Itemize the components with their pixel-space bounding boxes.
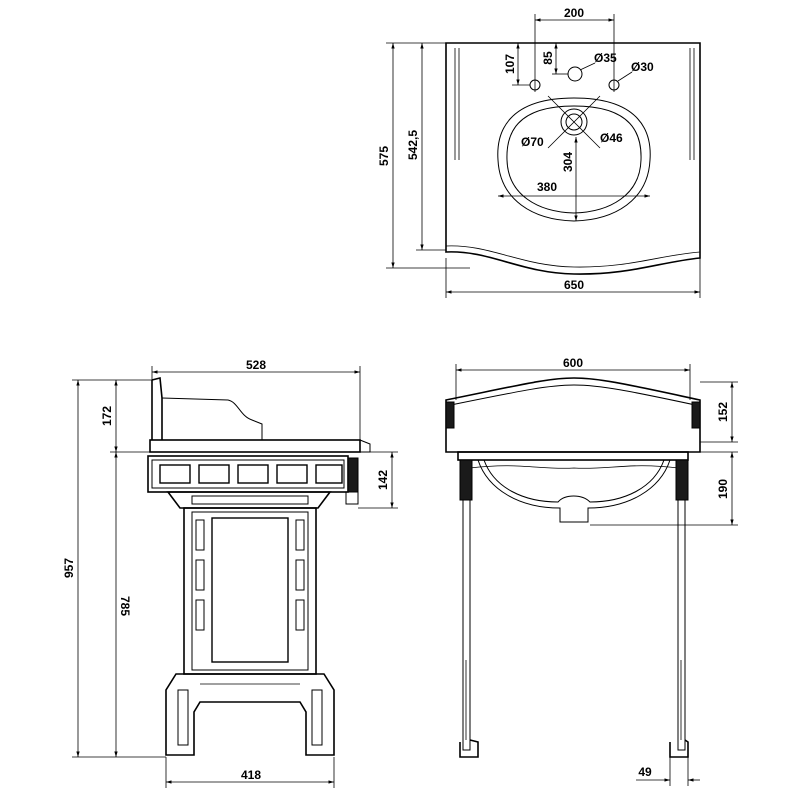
- right-slot: [689, 48, 695, 160]
- side-view: 528 172 142 957 785 418: [62, 358, 398, 788]
- dim-waste-outer: Ø70: [521, 135, 544, 149]
- dim-bowl-width: 380: [537, 180, 557, 194]
- dim-center-hole: Ø35: [594, 51, 617, 65]
- front-rail: [457, 451, 689, 461]
- center-tap-hole: [567, 66, 583, 82]
- dim-side-hole: Ø30: [631, 60, 654, 74]
- dim-foot: 49: [638, 765, 652, 779]
- waste-inner: [565, 113, 583, 131]
- bowl-inner: [506, 105, 642, 214]
- stand-base: [165, 673, 335, 756]
- top-view: 200 107 85 Ø35 Ø30 Ø70 Ø46 304 380 575 5: [377, 6, 701, 298]
- dim-bowl-depth: 304: [561, 152, 575, 172]
- dim-total-depth: 575: [377, 146, 391, 166]
- dim-tap-offset: 107: [503, 54, 517, 74]
- dim-total-height: 957: [62, 558, 76, 578]
- dim-rail: 142: [376, 470, 390, 490]
- dim-front-upstand: 152: [716, 402, 730, 422]
- stand-collar: [166, 491, 332, 509]
- front-left-leg: [462, 499, 471, 751]
- dim-bowl-drop: 190: [716, 479, 730, 499]
- dim-base-width: 418: [241, 768, 261, 782]
- dim-total-width: 650: [564, 278, 584, 292]
- dim-top-height: 785: [118, 596, 132, 616]
- counter-top: [149, 439, 361, 453]
- basin-front-edge: [445, 245, 701, 268]
- dim-bowl-front-depth: 542,5: [406, 130, 420, 160]
- dim-upstand: 172: [100, 406, 114, 426]
- dim-top-depth: 528: [246, 358, 266, 372]
- basin-top-outline: [445, 42, 701, 275]
- front-right-leg: [677, 499, 686, 751]
- dim-tap-spacing: 200: [564, 6, 584, 20]
- bowl-outer: [497, 97, 651, 222]
- upstand: [151, 376, 163, 440]
- front-top: [445, 377, 701, 453]
- dim-front-width: 600: [563, 356, 583, 370]
- front-bowl: [477, 459, 671, 523]
- left-slot: [454, 48, 460, 160]
- front-view: 600 152 190 49: [445, 356, 738, 786]
- dim-center-offset: 85: [541, 51, 555, 65]
- dim-waste-inner: Ø46: [600, 131, 623, 145]
- waste-outer: [560, 108, 588, 136]
